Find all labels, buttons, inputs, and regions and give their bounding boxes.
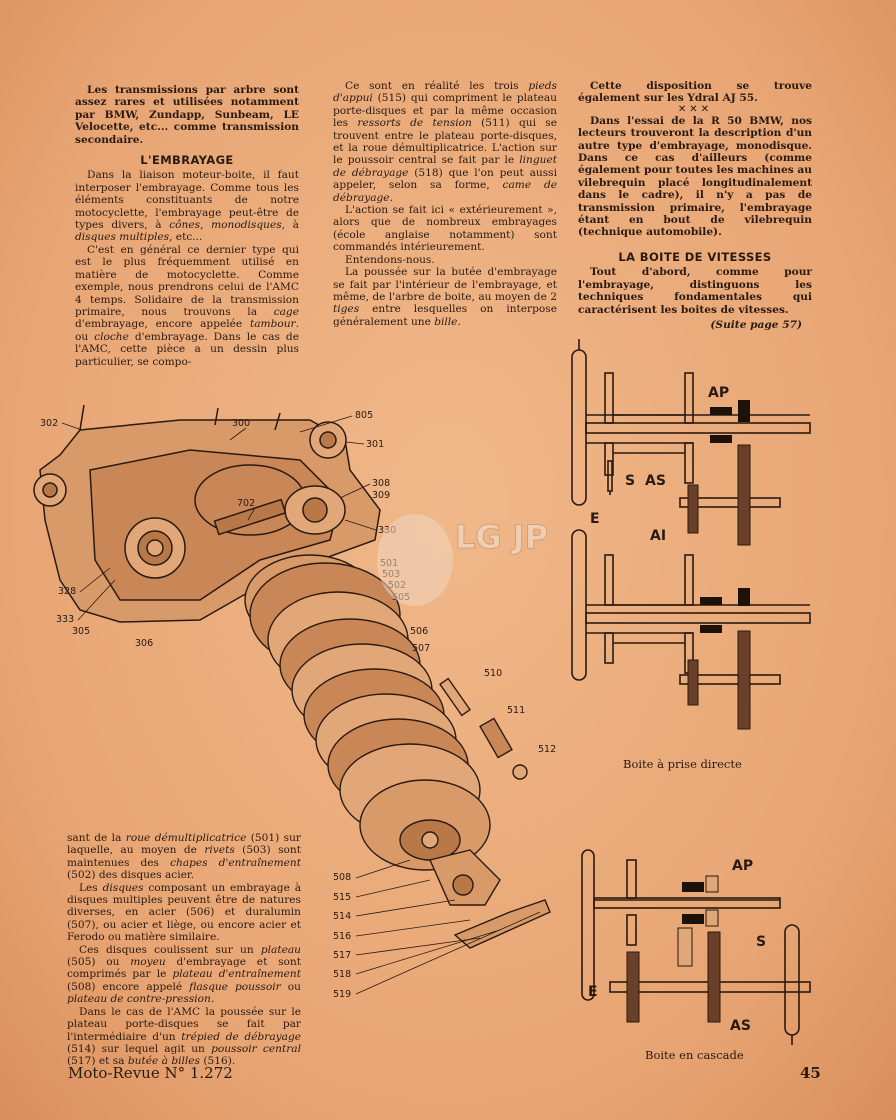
part-label: 516 xyxy=(333,931,351,942)
clutch-disc-stack xyxy=(244,554,551,949)
paragraph-boite-intro: Tout d'abord, comme pour l'embrayage, di… xyxy=(578,266,812,316)
leader-lines xyxy=(61,415,541,995)
continued-note: (Suite page 57) xyxy=(710,318,802,331)
text-column-4: sant de la roue démultiplicatrice (501) … xyxy=(67,832,301,1068)
part-label: 508 xyxy=(333,872,351,883)
label-e: E xyxy=(590,511,600,527)
crankcase-drawing xyxy=(33,404,381,623)
gear-small xyxy=(687,484,699,534)
heading-embrayage: L'EMBRAYAGE xyxy=(140,153,234,168)
gear-ap-bottom xyxy=(710,435,732,443)
caption-prise-directe: Boite à prise directe xyxy=(623,757,742,771)
paragraph-action-exterieure: L'action se fait ici « extérieurement »,… xyxy=(333,204,557,254)
label-cascade-s: S xyxy=(756,934,766,950)
label-cascade-ap: AP xyxy=(732,858,753,874)
page-number: 45 xyxy=(800,1064,821,1082)
part-label: 507 xyxy=(412,643,430,654)
part-label: 515 xyxy=(333,892,351,903)
paragraph-plateau: Ces disques coulissent sur un plateau (5… xyxy=(67,943,301,1006)
part-label: 805 xyxy=(355,410,373,421)
part-label: 309 xyxy=(372,490,390,501)
label-cascade-e: E xyxy=(588,984,598,1000)
heading-boite-vitesses: LA BOITE DE VITESSES xyxy=(618,249,772,264)
paragraph-trepied: Dans le cas de l'AMC la poussée sur le p… xyxy=(67,1005,301,1068)
text-column-2: Ce sont en réalité les trois pieds d'app… xyxy=(333,80,557,328)
label-as: AS xyxy=(645,473,666,489)
part-label: 512 xyxy=(538,744,556,755)
part-label: 514 xyxy=(333,911,351,922)
gearbox-diagram-cascade: AP S E AS xyxy=(581,849,811,1045)
paragraph-entendons: Entendons-nous. xyxy=(345,253,435,266)
gearbox-diagram-prise-directe: AP S AS E AI xyxy=(571,339,811,730)
part-label: 702 xyxy=(237,498,255,509)
paragraph-embrayage-types: Dans la liaison moteur-boite, il faut in… xyxy=(75,169,299,244)
part-label: 306 xyxy=(135,638,153,649)
intro-paragraph: Les transmissions par arbre sont assez r… xyxy=(75,84,299,146)
label-s: S xyxy=(625,473,635,489)
cascade-gear-ap xyxy=(682,882,704,892)
paragraph-bmw: Dans l'essai de la R 50 BMW, nos lecteur… xyxy=(578,114,812,239)
gear-ap-top xyxy=(710,407,732,415)
part-label: 506 xyxy=(410,626,428,637)
part-label: 518 xyxy=(333,969,351,980)
paragraph-disques: Les disques composant un embrayage à dis… xyxy=(67,881,302,944)
part-label: 517 xyxy=(333,950,351,961)
label-cascade-as: AS xyxy=(730,1018,751,1034)
paragraph-poussee: La poussée sur la butée d'embrayage se f… xyxy=(333,266,557,328)
part-label: 519 xyxy=(333,989,351,1000)
label-ai: AI xyxy=(650,528,666,544)
label-ap: AP xyxy=(708,385,729,401)
paragraph-roue-demultiplicatrice: sant de la roue démultiplicatrice (501) … xyxy=(67,832,301,882)
paragraph-amc-example: C'est en général ce dernier type qui est… xyxy=(75,243,299,368)
part-label: 328 xyxy=(58,586,76,597)
part-label: 301 xyxy=(366,439,384,450)
svg-text:LG JP: LG JP xyxy=(455,518,548,556)
magazine-issue: Moto-Revue N° 1.272 xyxy=(68,1064,233,1082)
paragraph-pieds-appui: Ce sont en réalité les trois pieds d'app… xyxy=(333,80,558,204)
watermark-logo: LG JP xyxy=(377,514,549,606)
separator-crosses: ✕✕✕ xyxy=(677,103,713,115)
intro-text: Les transmissions par arbre sont assez r… xyxy=(75,84,299,146)
text-column-3: Cette disposition se trouve également su… xyxy=(578,80,812,331)
part-label: 300 xyxy=(232,418,250,429)
gear-block xyxy=(738,400,750,422)
part-label: 308 xyxy=(372,478,390,489)
caption-cascade: Boite en cascade xyxy=(645,1048,744,1062)
part-label: 302 xyxy=(40,418,58,429)
paragraph-ydral: Cette disposition se trouve également su… xyxy=(578,80,812,105)
gear-tall xyxy=(737,444,751,546)
text-column-1: Les transmissions par arbre sont assez r… xyxy=(75,84,299,368)
part-label: 333 xyxy=(56,614,74,625)
part-label: 511 xyxy=(507,705,525,716)
exploded-clutch-illustration: 302 300 805 301 308 309 702 330 501 503 … xyxy=(33,404,556,1000)
part-label: 510 xyxy=(484,668,502,679)
part-label: 305 xyxy=(72,626,90,637)
